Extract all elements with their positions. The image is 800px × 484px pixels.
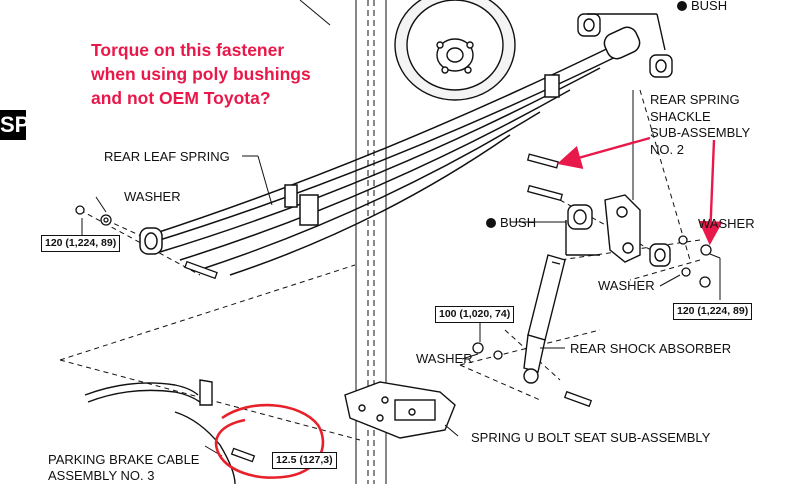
label-line: ASSEMBLY NO. 3 (48, 468, 155, 483)
label-washer-right: WASHER (698, 216, 755, 231)
u-bolt-seat (344, 381, 456, 439)
parking-brake-cable (84, 379, 236, 484)
section-tab: SP (0, 110, 29, 140)
annotation-arrows (557, 136, 723, 246)
label-spring-u-bolt-seat: SPRING U BOLT SEAT SUB-ASSEMBLY (471, 430, 711, 445)
torque-spec-shock: 100 (1,020, 74) (435, 306, 515, 323)
label-parking-brake-cable: PARKING BRAKE CABLE ASSEMBLY NO. 3 (48, 452, 199, 484)
label-leaders (81, 90, 721, 457)
label-washer-left: WASHER (124, 189, 181, 204)
torque-spec-left: 120 (1,224, 89) (41, 235, 121, 252)
label-bush-mid: BUSH (486, 216, 536, 229)
label-washer-shock: WASHER (416, 351, 473, 366)
label-line: SHACKLE (650, 108, 711, 124)
annotation-text: Torque on this fastener when using poly … (91, 38, 311, 110)
annotation-line: and not OEM Toyota? (91, 88, 271, 108)
shackle (565, 194, 671, 267)
leaf-spring (139, 26, 641, 276)
label-line: NO. 2 (650, 141, 684, 157)
annotation-line: when using poly bushings (91, 64, 311, 84)
brake-drum (394, 0, 516, 101)
label-text: BUSH (500, 215, 537, 230)
top-bushes (577, 13, 673, 78)
label-line: SUB-ASSEMBLY (650, 125, 751, 140)
label-line: PARKING BRAKE CABLE (48, 452, 200, 467)
shock-absorber (523, 254, 566, 384)
annotation-circle (214, 403, 325, 479)
label-washer-right-lower: WASHER (598, 278, 655, 293)
label-rear-leaf-spring: REAR LEAF SPRING (104, 149, 230, 164)
bullet-icon (486, 218, 496, 228)
torque-spec-right: 120 (1,224, 89) (673, 303, 753, 320)
annotation-line: Torque on this fastener (91, 40, 285, 60)
bullet-icon (677, 1, 687, 11)
bolts (75, 153, 712, 463)
label-bush-top: BUSH (677, 0, 727, 12)
torque-spec-brake: 12.5 (127,3) (272, 452, 337, 469)
label-line: REAR SPRING (650, 92, 740, 107)
label-rear-shock-absorber: REAR SHOCK ABSORBER (570, 341, 732, 356)
label-text: BUSH (691, 0, 728, 13)
label-rear-spring-shackle: REAR SPRING SHACKLE SUB-ASSEMBLY NO. 2 (650, 92, 750, 158)
